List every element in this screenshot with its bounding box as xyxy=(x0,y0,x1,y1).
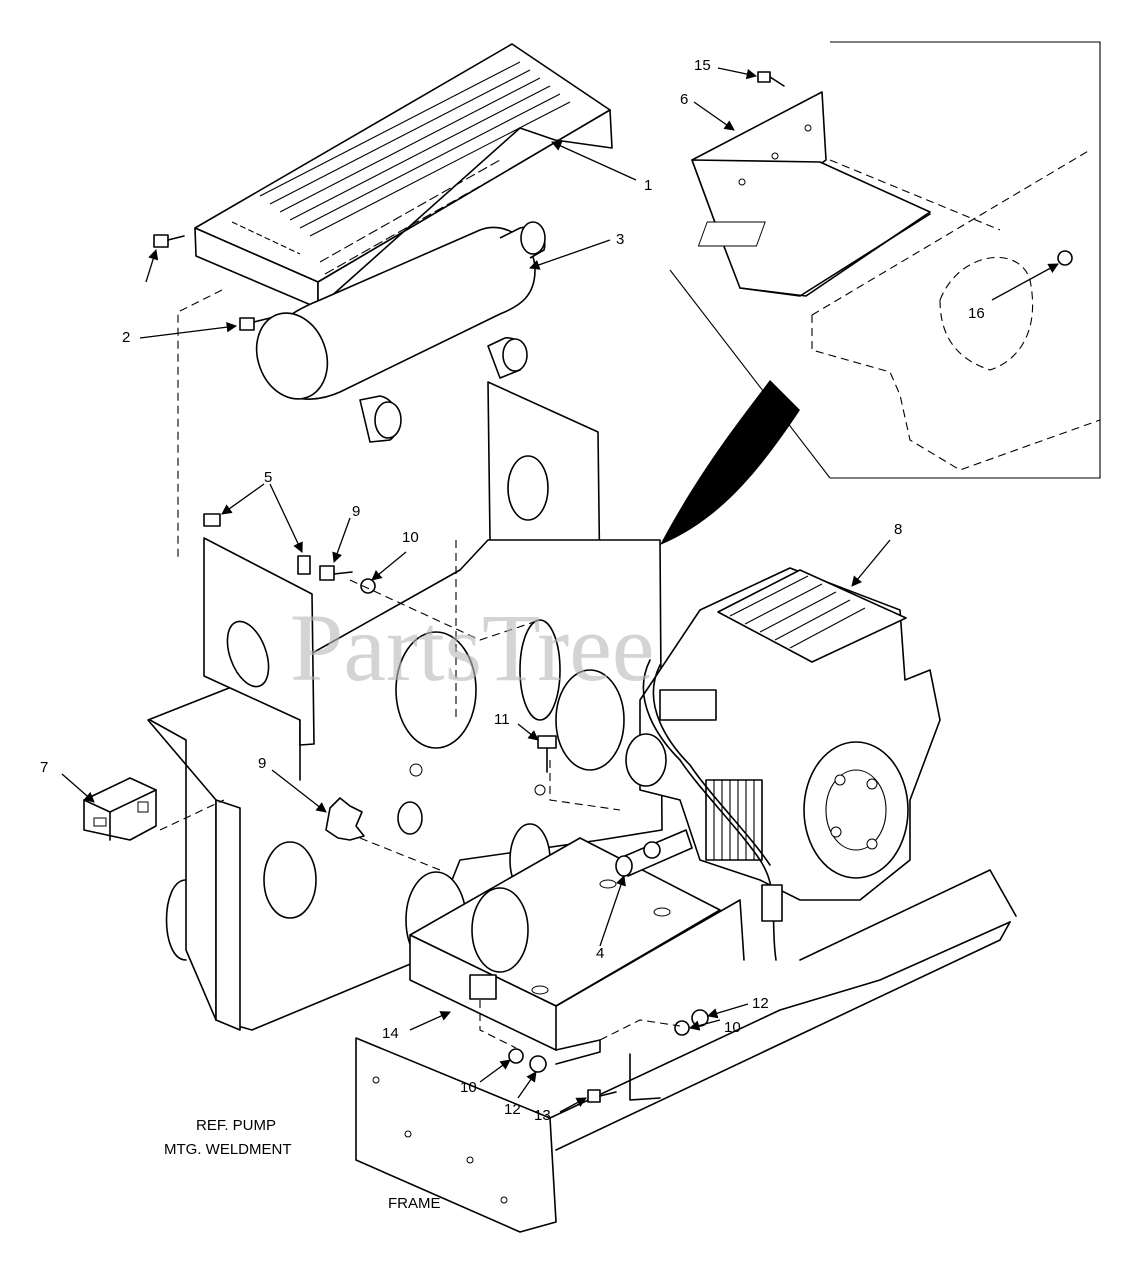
part-1-heat-shield xyxy=(194,43,613,309)
callout-10a: 10 xyxy=(402,529,419,546)
alignment-lines xyxy=(159,289,681,1049)
callout-13: 13 xyxy=(534,1107,551,1124)
frame-note: FRAME xyxy=(388,1195,441,1212)
part-7-switch xyxy=(83,777,157,841)
nut-10c-icon xyxy=(508,1048,524,1064)
callout-12b: 12 xyxy=(504,1101,521,1118)
callout-12a: 12 xyxy=(752,995,769,1012)
callout-10c: 10 xyxy=(460,1079,477,1096)
callout-14: 14 xyxy=(382,1025,399,1042)
callout-1: 1 xyxy=(644,177,652,194)
gasket-plate-left xyxy=(203,537,315,746)
bolt-13-icon xyxy=(587,1089,617,1103)
mounting-weldment xyxy=(147,539,663,1031)
ref-note-line1: REF. PUMP xyxy=(196,1117,276,1134)
bolt-11-icon xyxy=(537,735,557,773)
bolt-9a-icon xyxy=(319,565,353,581)
callouts: 1 2 3 4 5 6 7 8 9 9 10 10 10 11 12 12 13… xyxy=(40,57,985,1124)
callout-11: 11 xyxy=(494,711,510,728)
part-3-muffler xyxy=(255,221,546,443)
callout-10b: 10 xyxy=(724,1019,741,1036)
callout-3: 3 xyxy=(616,231,624,248)
part-4-fitting xyxy=(615,829,693,877)
detail-inset xyxy=(660,41,1101,545)
callout-16: 16 xyxy=(968,305,985,322)
callout-9a: 9 xyxy=(352,503,360,520)
callout-7: 7 xyxy=(40,759,48,776)
bolt-2a-icon xyxy=(153,234,185,248)
frame xyxy=(355,869,1017,1233)
bolt-2b-icon xyxy=(239,317,271,331)
ref-note-line2: MTG. WELDMENT xyxy=(164,1141,292,1158)
clip-5a-icon xyxy=(203,513,221,527)
nut-10b-icon xyxy=(674,1020,690,1036)
callout-6: 6 xyxy=(680,91,688,108)
watermark: PartsTree xyxy=(290,594,654,701)
leader-lines xyxy=(61,67,1059,1113)
nut-10a-icon xyxy=(360,578,376,594)
callout-2: 2 xyxy=(122,329,130,346)
callout-9b: 9 xyxy=(258,755,266,772)
bolt-15-icon xyxy=(757,71,785,87)
nut-9b-icon xyxy=(325,797,365,841)
callout-15: 15 xyxy=(694,57,711,74)
callout-4: 4 xyxy=(596,945,604,962)
part-14-pump-bracket xyxy=(409,837,745,1065)
callout-8: 8 xyxy=(894,521,902,538)
callout-5: 5 xyxy=(264,469,272,486)
bolt-16-icon xyxy=(1057,250,1073,266)
nut-12b-icon xyxy=(529,1055,547,1073)
part-8-engine xyxy=(625,567,941,961)
vent-slots xyxy=(231,61,571,275)
clip-5b-icon xyxy=(297,555,311,575)
detail-bracket-6 xyxy=(691,91,931,297)
